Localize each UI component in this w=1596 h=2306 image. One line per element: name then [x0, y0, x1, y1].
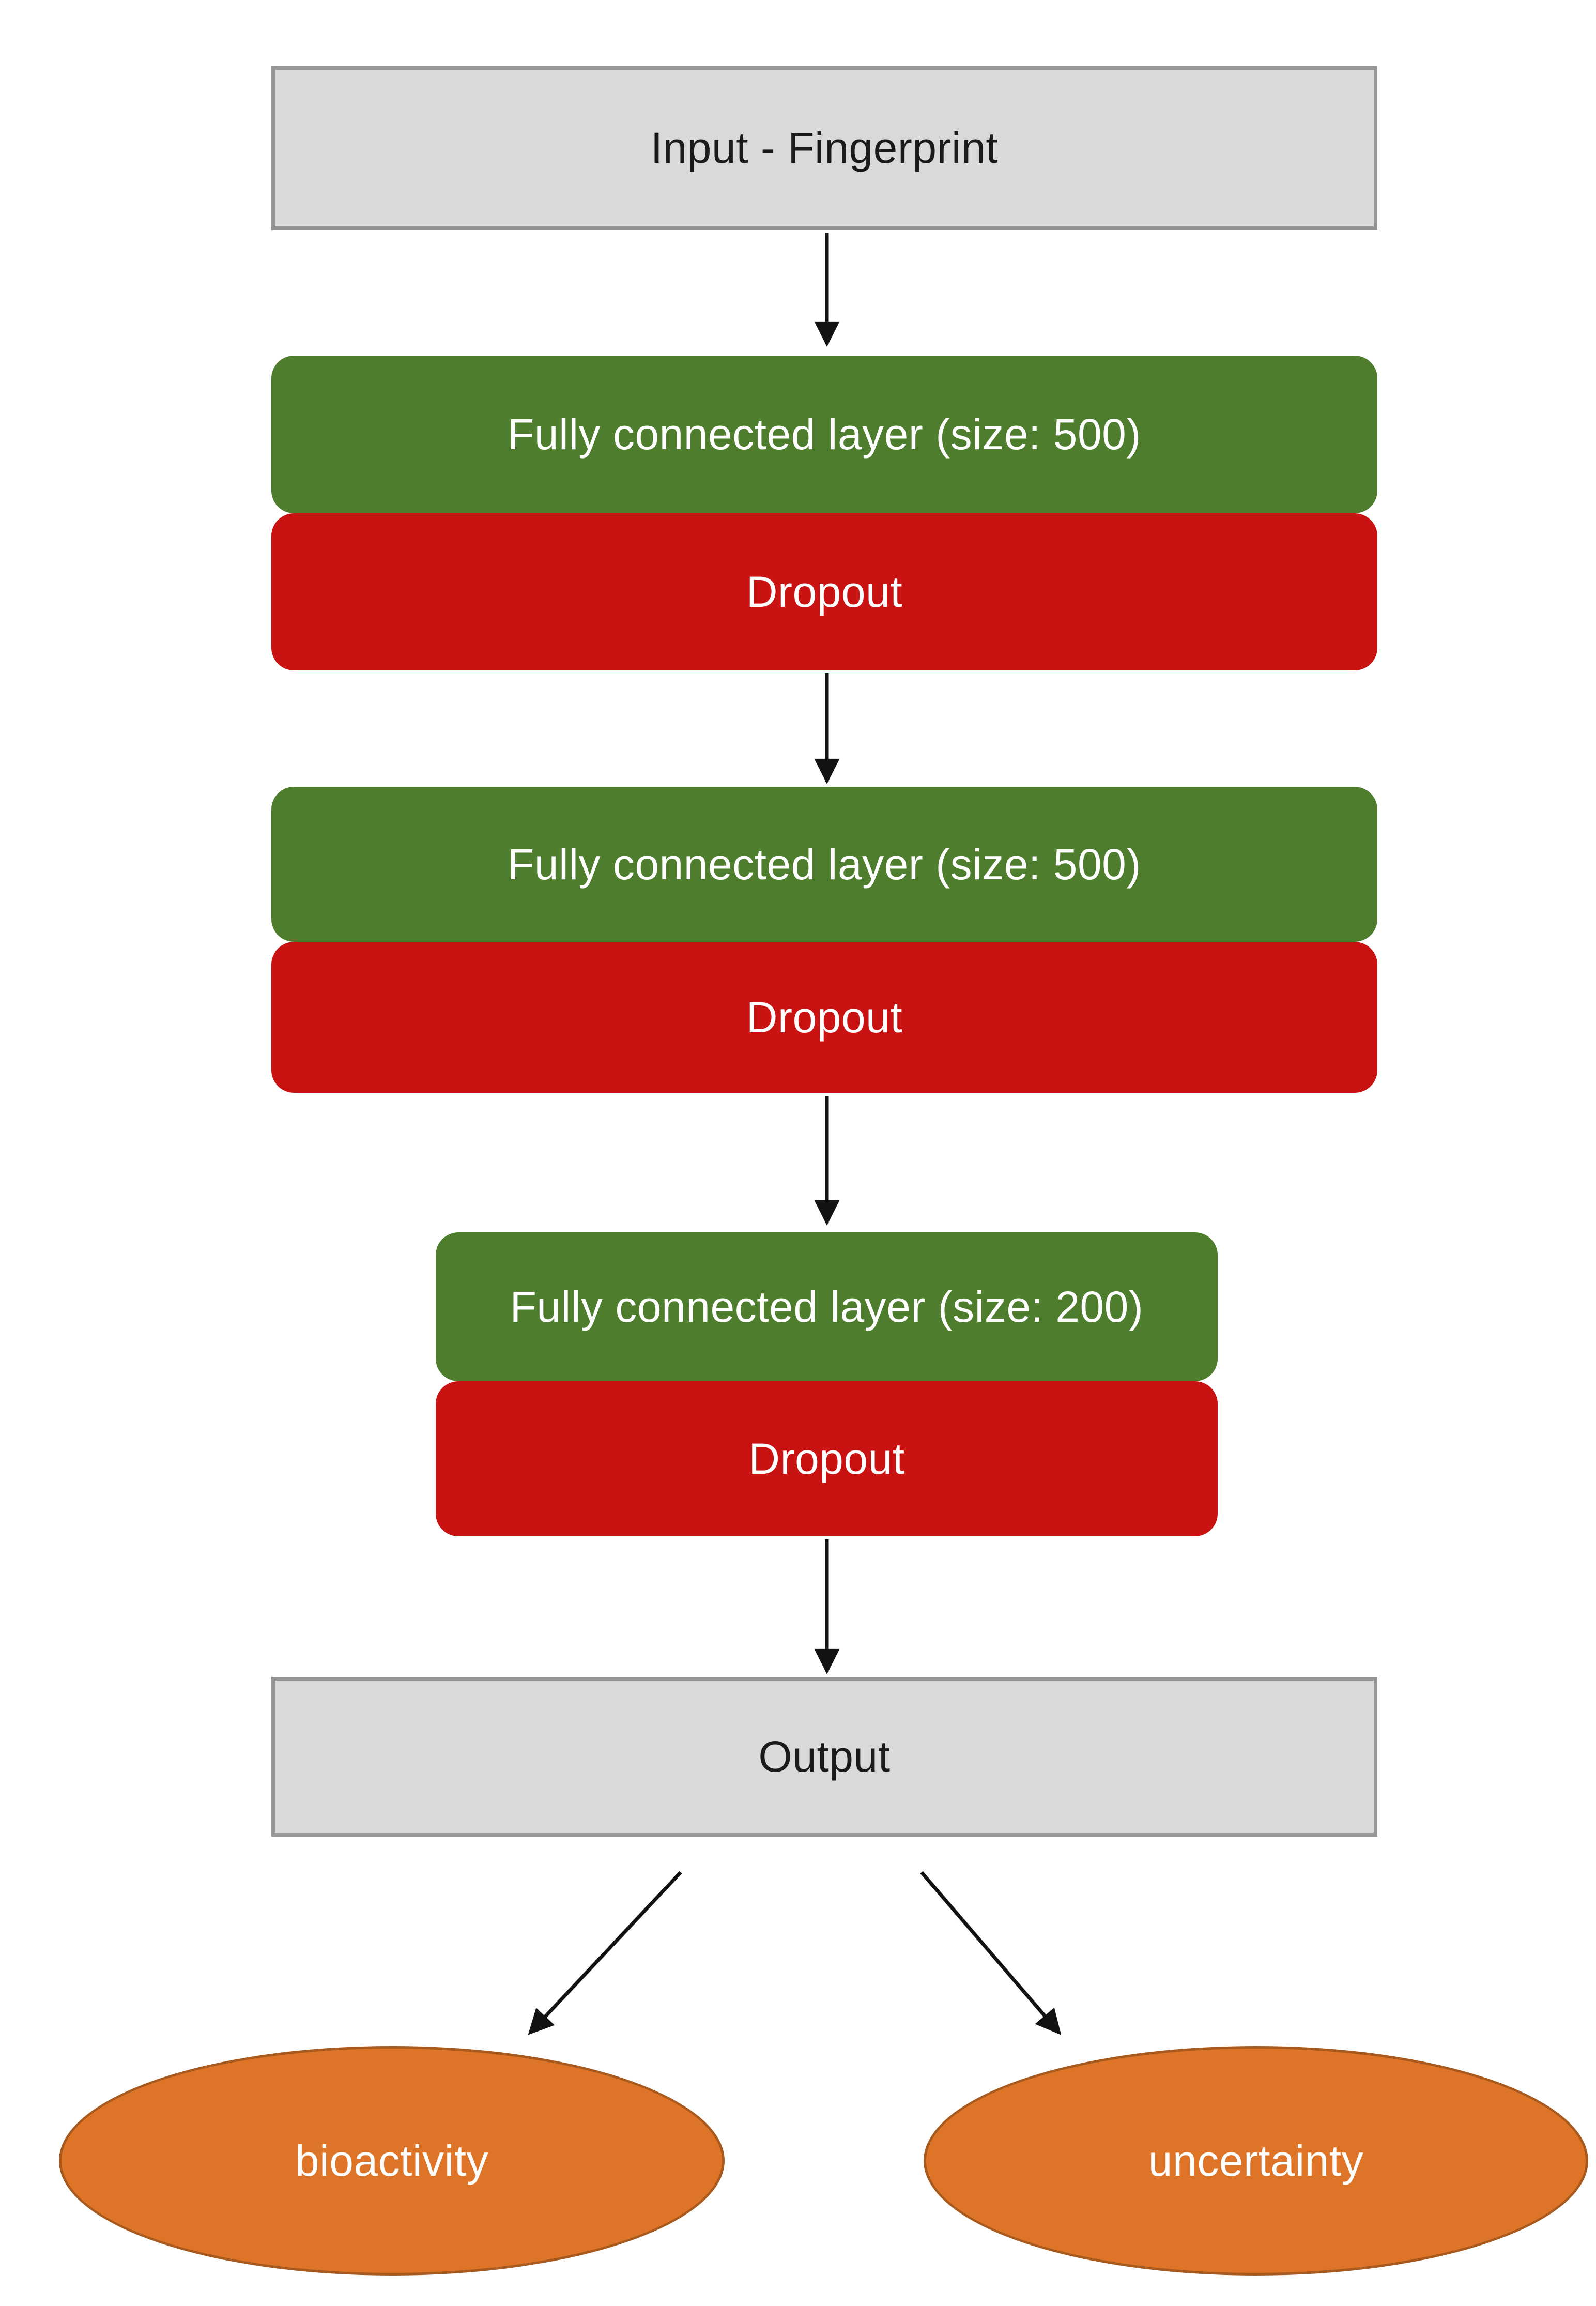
node-uncertainty: uncertainty	[924, 2046, 1588, 2276]
node-output-label: Output	[758, 1732, 891, 1781]
node-input-label: Input - Fingerprint	[650, 124, 999, 173]
node-fc-layer-2: Fully connected layer (size: 500)	[271, 787, 1377, 942]
node-dropout1-label: Dropout	[746, 567, 903, 616]
arrow-output-to-bioactivity	[528, 1871, 682, 2035]
node-fc1-label: Fully connected layer (size: 500)	[508, 410, 1141, 459]
node-input-fingerprint: Input - Fingerprint	[271, 66, 1377, 230]
node-fc3-label: Fully connected layer (size: 200)	[510, 1282, 1144, 1331]
node-bioactivity: bioactivity	[59, 2046, 725, 2276]
node-fc2-label: Fully connected layer (size: 500)	[508, 839, 1141, 889]
node-dropout-2: Dropout	[271, 942, 1377, 1093]
node-fc-layer-3: Fully connected layer (size: 200)	[436, 1232, 1218, 1381]
arrow-output-to-uncertainty	[920, 1871, 1062, 2035]
node-bioactivity-label: bioactivity	[295, 2136, 489, 2185]
node-dropout2-label: Dropout	[746, 992, 903, 1042]
node-output: Output	[271, 1677, 1377, 1837]
node-dropout3-label: Dropout	[748, 1434, 905, 1483]
node-dropout-3: Dropout	[436, 1381, 1218, 1536]
node-fc-layer-1: Fully connected layer (size: 500)	[271, 356, 1377, 513]
node-uncertainty-label: uncertainty	[1148, 2136, 1364, 2185]
node-dropout-1: Dropout	[271, 513, 1377, 670]
